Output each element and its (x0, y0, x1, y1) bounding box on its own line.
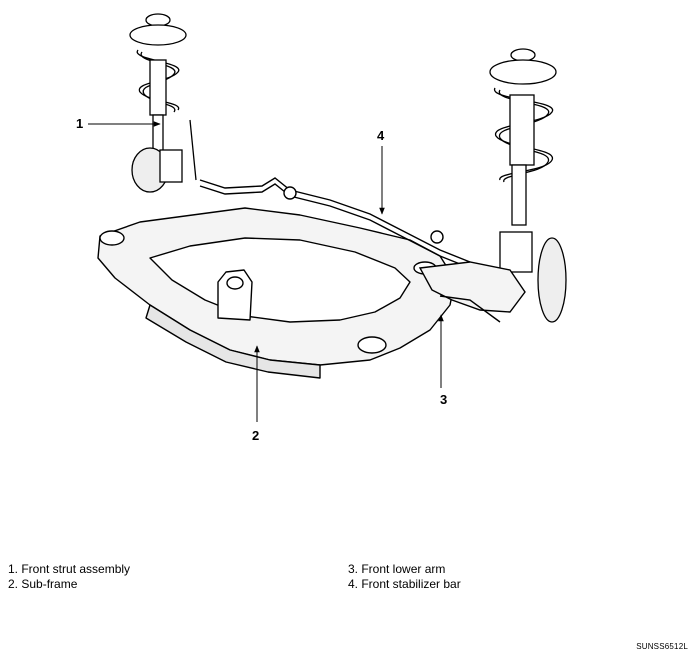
lower-arm-drawing (418, 261, 526, 323)
left-strut-drawing (129, 13, 197, 193)
stabilizer-bar-drawing (199, 177, 471, 269)
callout-1: 1 (76, 116, 83, 131)
callout-4: 4 (377, 128, 385, 143)
legend-item-4: 4. Front stabilizer bar (348, 577, 461, 591)
right-strut-drawing (489, 48, 567, 323)
legend-item-1: 1. Front strut assembly (8, 562, 131, 576)
legend-item-3: 3. Front lower arm (348, 562, 446, 576)
sub-frame-drawing (97, 207, 456, 379)
callout-3: 3 (440, 392, 447, 407)
callout-2: 2 (252, 428, 259, 443)
callout-leaders (88, 121, 444, 422)
figure-code: SUNSS6512L (636, 642, 688, 651)
legend-item-2: 2. Sub-frame (8, 577, 78, 591)
